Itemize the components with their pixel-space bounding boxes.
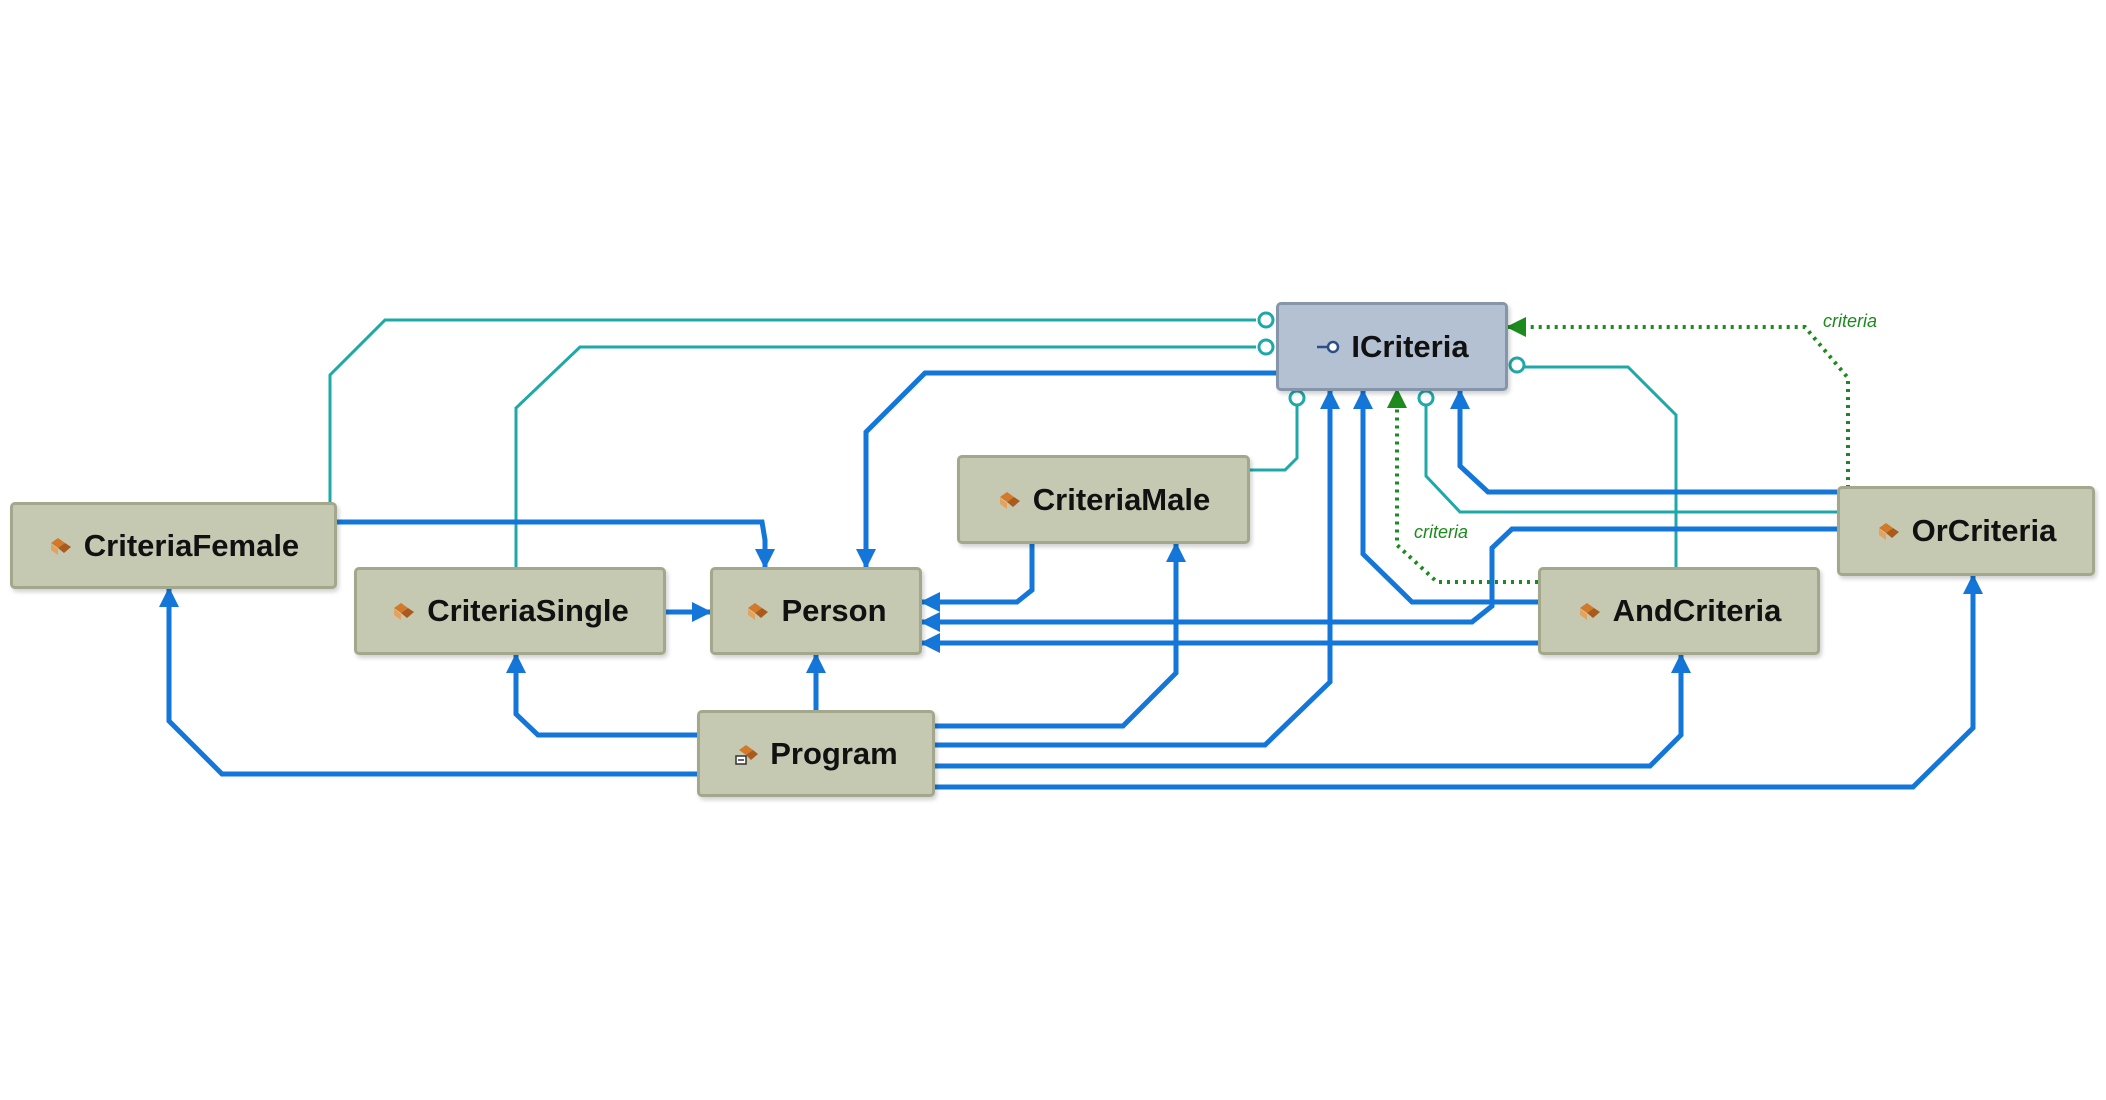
edge-andcriteria-field-icriteria [1387,388,1538,584]
node-criteriamale[interactable]: CriteriaMale [957,455,1250,544]
node-andcriteria[interactable]: AndCriteria [1538,567,1820,655]
edge-orcriteria-to-person [920,526,1837,632]
node-orcriteria[interactable]: OrCriteria [1837,486,2095,576]
class-icon [50,537,71,555]
lollipop-icon [1257,338,1275,356]
node-label: AndCriteria [1612,593,1782,628]
edge-criteriamale-implements-icriteria [1250,401,1299,472]
edge-andcriteria-implements-icriteria [1517,365,1678,568]
edge-criteriamale-to-person [920,544,1035,612]
node-label: OrCriteria [1911,513,2057,548]
node-criteriafemale[interactable]: CriteriaFemale [10,502,337,589]
class-icon [1579,603,1600,620]
edge-program-to-criteriafemale [159,587,697,777]
node-label: CriteriaMale [1032,481,1211,517]
edge-orcriteria-to-icriteria [1450,389,1837,495]
edge-icriteria-to-person [856,370,1276,569]
edge-criteriafemale-to-person [337,519,775,569]
node-icriteria[interactable]: ICriteria [1276,302,1508,391]
node-label: ICriteria [1351,328,1469,364]
lollipop-icon [1417,389,1435,407]
edge-label-criteria: criteria [1414,522,1469,542]
node-criteriasingle[interactable]: CriteriaSingle [354,567,666,655]
node-program[interactable]: Program [697,710,935,797]
node-label: CriteriaSingle [427,593,629,628]
edge-orcriteria-implements-icriteria [1424,401,1837,514]
lollipop-circles [1257,311,1526,407]
edge-program-to-andcriteria [935,653,1691,769]
node-person[interactable]: Person [710,567,922,655]
edge-program-to-icriteria [935,389,1340,748]
dependency-edges [159,370,1983,790]
class-icon [748,603,769,620]
association-edges [1387,317,1850,584]
edge-orcriteria-field-icriteria [1506,317,1850,488]
class-icon [394,603,415,620]
interface-icon [1317,340,1340,353]
class-icon [999,491,1020,509]
lollipop-icon [1257,311,1275,329]
edge-program-to-orcriteria [935,574,1983,790]
edge-program-to-criteriamale [935,542,1186,729]
node-label: Person [781,593,887,628]
edge-criteriafemale-implements-icriteria [328,318,1256,505]
node-label: Program [770,735,898,771]
edge-andcriteria-to-icriteria [1353,389,1538,605]
lollipop-icon [1288,389,1306,407]
edge-label-criteria: criteria [1823,311,1878,331]
class-icon [1878,523,1899,540]
edge-criteriasingle-implements-icriteria [514,345,1256,567]
program-class-icon [735,744,759,765]
edge-program-to-criteriasingle [506,653,697,738]
lollipop-icon [1508,356,1526,374]
node-label: CriteriaFemale [83,527,300,563]
